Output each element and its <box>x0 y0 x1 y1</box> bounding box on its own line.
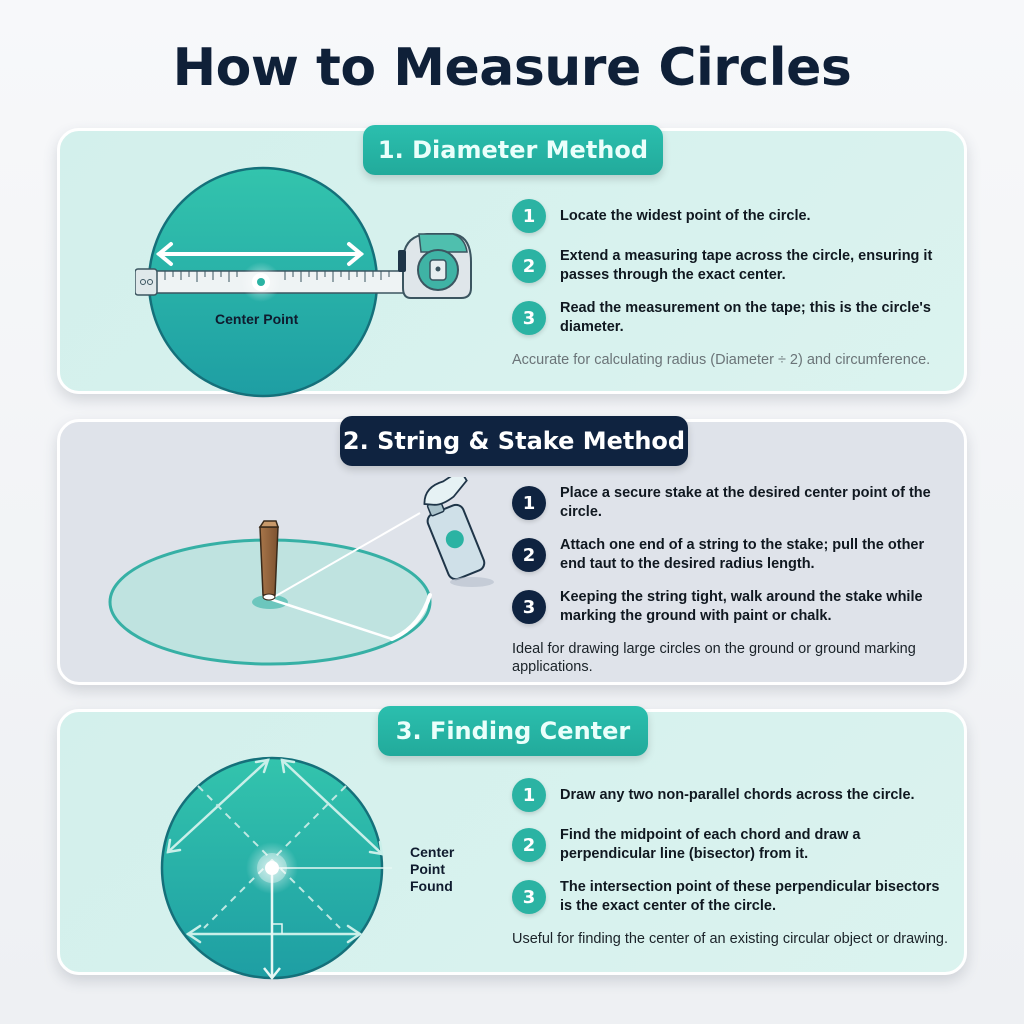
finding-center-panel: 3. Finding Center <box>57 706 967 981</box>
spray-paint-can-icon <box>423 477 486 581</box>
step-item: 2 Extend a measuring tape across the cir… <box>512 247 952 285</box>
step-number-badge: 1 <box>512 778 546 812</box>
step-text: Attach one end of a string to the stake;… <box>560 537 925 572</box>
chords-bisectors-illustration <box>160 756 392 981</box>
string-line <box>269 597 393 641</box>
step-item: 3 Keeping the string tight, walk around … <box>512 588 952 626</box>
center-point-found-text: Center Point Found <box>410 844 455 894</box>
step-item: 2 Attach one end of a string to the stak… <box>512 536 952 574</box>
step-number-badge: 3 <box>512 301 546 335</box>
string-stake-steps-list: 1 Place a secure stake at the desired ce… <box>512 484 952 676</box>
diameter-steps-list: 1 Locate the widest point of the circle.… <box>512 199 952 369</box>
circle-measuring-tape-illustration <box>135 166 472 398</box>
step-number-badge: 1 <box>512 486 546 520</box>
section-note: Accurate for calculating radius (Diamete… <box>512 352 931 368</box>
step-item: 2 Find the midpoint of each chord and dr… <box>512 826 952 864</box>
section-note: Useful for finding the center of an exis… <box>512 931 949 947</box>
step-number-badge: 2 <box>512 828 546 862</box>
step-number-badge: 3 <box>512 880 546 914</box>
section-note: Ideal for drawing large circles on the g… <box>512 641 916 675</box>
step-number-badge: 3 <box>512 590 546 624</box>
step-text: Extend a measuring tape across the circl… <box>560 248 933 283</box>
center-point-marker <box>265 861 279 875</box>
tape-measure-case-icon <box>398 233 472 299</box>
step-text: Keeping the string tight, walk around th… <box>560 589 923 624</box>
step-number-badge: 2 <box>512 538 546 572</box>
center-point-found-label: Center Point Found <box>410 844 472 895</box>
hand-icon <box>423 477 468 506</box>
section-header-diameter: 1. Diameter Method <box>363 125 663 175</box>
diameter-method-panel: 1. Diameter Method <box>57 125 967 398</box>
diameter-arrow-icon <box>155 242 365 266</box>
step-item: 3 Read the measurement on the tape; this… <box>512 299 952 337</box>
page-title: How to Measure Circles <box>172 38 852 98</box>
center-point-label: Center Point <box>215 311 299 327</box>
step-text: Locate the widest point of the circle. <box>560 207 811 224</box>
step-text: Draw any two non-parallel chords across … <box>560 786 915 803</box>
step-item: 1 Place a secure stake at the desired ce… <box>512 484 952 522</box>
step-text: Find the midpoint of each chord and draw… <box>560 827 861 862</box>
step-number-badge: 2 <box>512 249 546 283</box>
step-item: 1 Locate the widest point of the circle. <box>512 199 952 233</box>
step-item: 1 Draw any two non-parallel chords acros… <box>512 778 952 812</box>
finding-center-steps-list: 1 Draw any two non-parallel chords acros… <box>512 778 952 948</box>
section-header-string-stake: 2. String & Stake Method <box>340 416 688 466</box>
stake-icon <box>258 520 280 601</box>
marked-arc <box>390 593 432 641</box>
step-text: Place a secure stake at the desired cent… <box>560 485 931 520</box>
stake-string-illustration <box>108 477 494 666</box>
step-text: The intersection point of these perpendi… <box>560 879 940 914</box>
step-text: Read the measurement on the tape; this i… <box>560 300 931 335</box>
step-item: 3 The intersection point of these perpen… <box>512 878 952 916</box>
string-stake-method-panel: 2. String & Stake Method 1 <box>57 416 967 685</box>
step-number-badge: 1 <box>512 199 546 233</box>
section-header-finding-center: 3. Finding Center <box>378 706 648 756</box>
